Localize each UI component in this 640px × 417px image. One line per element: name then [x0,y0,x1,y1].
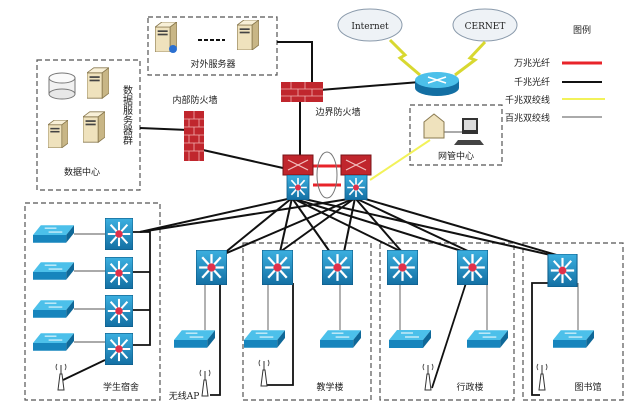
router-icon[interactable] [415,72,459,96]
legend-label: 百兆双绞线 [505,112,550,124]
internet-label: Internet [351,22,389,32]
admin-distribution-switch[interactable] [457,250,488,285]
admin-label: 行政楼 [456,381,483,393]
legend-label: 千兆双绞线 [505,94,550,106]
wan-link-cernet [454,40,487,77]
internet-cloud[interactable]: Internet [337,8,403,42]
border-firewall-label: 边界防火墙 [315,106,360,118]
legend-title: 图例 [573,24,591,36]
teaching-access-switch[interactable] [244,330,285,348]
legend-label: 万兆光纤 [514,57,550,69]
workstation-icon[interactable] [454,118,484,145]
internal-firewall-icon[interactable] [184,110,204,162]
teaching-distribution-switch[interactable] [262,250,293,285]
core-to-distribution-links [139,197,561,257]
globe-icon [169,45,177,53]
external-servers-group [147,16,278,76]
library-distribution-switch[interactable] [547,254,578,287]
cernet-cloud[interactable]: CERNET [452,8,518,42]
wireless-access-switch[interactable] [174,330,215,348]
data-server-icon[interactable] [48,120,68,148]
teaching-access-switch[interactable] [320,330,361,348]
nms-server-icon[interactable] [423,113,445,139]
wireless-distribution-switch[interactable] [196,250,227,285]
library-group [522,242,624,401]
gigabit-fiber-links [139,41,421,169]
dorm-access-switch[interactable] [33,333,74,351]
data-server-icon[interactable] [83,111,105,143]
dorm-distribution-switch[interactable] [105,295,133,327]
dorm-access-switch[interactable] [33,225,74,243]
nms-center-label: 网管中心 [438,150,474,162]
legend: 图例 万兆光纤 千兆光纤 千兆双绞线 百兆双绞线 [505,24,605,124]
database-icon[interactable] [48,72,76,100]
wireless-ap-icon[interactable] [55,363,67,391]
internal-firewall-label: 内部防火墙 [172,94,217,106]
data-center-label: 数据中心 [64,166,100,178]
dorm-group [24,202,161,401]
data-center-group [36,59,141,191]
wireless-ap-label: 无线AP [169,390,200,402]
wireless-ap-icon[interactable] [199,369,211,397]
nms-center-group [409,104,503,166]
dorm-label: 学生宿舍 [103,381,139,393]
gigabit-twisted-pair-link [369,139,431,181]
wan-link-internet [388,38,421,77]
wireless-ap-icon[interactable] [258,359,270,387]
core-switch-right[interactable] [340,154,372,200]
external-server-icon[interactable] [237,20,259,50]
core-bundle-ellipse [316,151,338,199]
wireless-ap-icon[interactable] [422,363,434,391]
border-firewall-icon[interactable] [281,82,323,102]
dorm-distribution-switch[interactable] [105,218,133,250]
dorm-uplinks [62,231,549,396]
legend-label: 千兆光纤 [514,76,550,88]
admin-distribution-switch[interactable] [387,250,418,285]
dorm-distribution-switch[interactable] [105,333,133,365]
teaching-distribution-switch[interactable] [322,250,353,285]
external-servers-label: 对外服务器 [190,58,235,70]
dorm-access-switch[interactable] [33,262,74,280]
data-server-cluster-label: 数据服务器群 [121,84,133,146]
dorm-distribution-switch[interactable] [105,257,133,289]
library-label: 图书馆 [574,381,601,393]
admin-access-switch[interactable] [467,330,508,348]
wireless-ap-icon[interactable] [536,363,548,391]
admin-group [379,242,515,401]
teaching-label: 教学楼 [316,381,343,393]
teaching-group [242,242,372,401]
data-server-icon[interactable] [87,67,109,99]
admin-access-switch[interactable] [389,330,431,348]
dorm-access-switch[interactable] [33,300,74,318]
fast-ethernet-links [74,131,579,343]
cernet-label: CERNET [465,22,506,32]
core-switch-left[interactable] [282,154,314,200]
library-access-switch[interactable] [553,330,594,348]
